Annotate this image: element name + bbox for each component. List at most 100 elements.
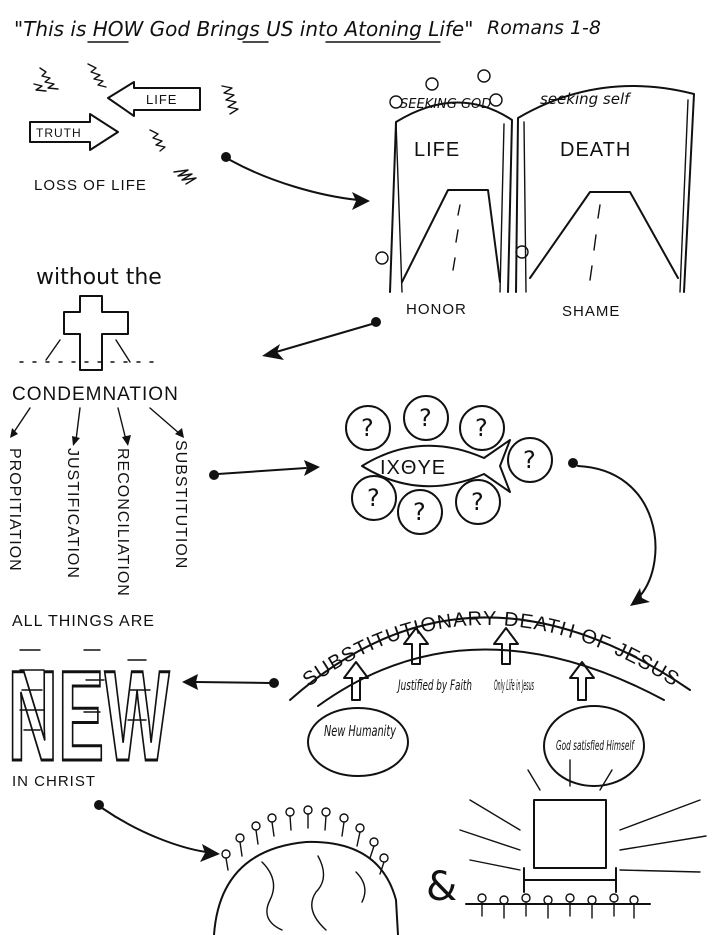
globe-continents xyxy=(261,855,366,931)
god-satisfied-bubble xyxy=(543,705,645,787)
gate-death-arch xyxy=(515,85,695,293)
person-icon xyxy=(379,853,389,863)
title-quote: "This is HOW God Brings US into Atoning … xyxy=(14,17,473,41)
cross-rays xyxy=(45,339,131,363)
question-bubble xyxy=(455,479,501,525)
throne-rays xyxy=(459,759,707,873)
up-arrow-icon xyxy=(569,661,595,701)
person-icon xyxy=(629,895,639,905)
connector-arc-to-new xyxy=(182,674,279,690)
up-arrow-icon xyxy=(343,661,369,701)
new-hatching xyxy=(19,649,151,731)
connector-arrowhead xyxy=(182,674,198,690)
connector-curve xyxy=(577,465,657,597)
person-icon xyxy=(521,893,531,903)
zigzag-mark xyxy=(33,67,59,92)
flower-icon xyxy=(477,69,491,83)
question-mark: ? xyxy=(367,484,380,512)
person-icon xyxy=(477,893,487,903)
person-icon xyxy=(267,813,277,823)
arc-item-only-life: Only Life in Jesus xyxy=(494,678,534,694)
person-icon xyxy=(355,823,365,833)
connector-line xyxy=(217,467,307,475)
flower-icon xyxy=(389,95,403,109)
connector-dot xyxy=(221,152,231,162)
gate-life-posts xyxy=(395,121,505,293)
arc-item-new-humanity: New Humanity xyxy=(324,722,397,740)
branch-substitution: SUBSTITUTION xyxy=(172,440,189,569)
question-bubble xyxy=(459,405,505,451)
throne-icon xyxy=(523,799,617,893)
flower-icon xyxy=(425,77,439,91)
gate-death-label: DEATH xyxy=(560,139,631,161)
up-arrow-icon xyxy=(403,627,429,665)
truth-arrow-shape xyxy=(29,113,119,151)
seeking-god-label: SEEKING GOD xyxy=(400,97,491,112)
condemnation-branches xyxy=(13,407,181,441)
cross-section: without the CONDEMNATION PROPITIATION JU… xyxy=(6,265,189,597)
connector-curve xyxy=(101,807,207,853)
connector-fish-to-arc xyxy=(568,458,657,606)
condemnation-label: CONDEMNATION xyxy=(12,384,179,405)
new-bottom-caption: IN CHRIST xyxy=(12,773,96,790)
loss-of-life-caption: LOSS OF LIFE xyxy=(34,177,147,194)
question-mark: ? xyxy=(471,488,484,516)
honor-label: HONOR xyxy=(406,301,467,318)
person-icon xyxy=(543,895,553,905)
globe-section xyxy=(213,805,399,935)
flower-icon xyxy=(515,245,529,259)
question-mark: ? xyxy=(361,414,374,442)
person-bodies xyxy=(225,813,385,875)
person-icon xyxy=(285,807,295,817)
connector-dot xyxy=(371,317,381,327)
person-icon xyxy=(339,813,349,823)
arc-outer xyxy=(289,616,691,701)
gate-life-arch xyxy=(389,101,513,293)
branch-justification: JUSTIFICATION xyxy=(64,448,81,579)
person-icon xyxy=(587,895,597,905)
person-icon xyxy=(321,807,331,817)
person-icon xyxy=(235,833,245,843)
connector-cross-to-fish xyxy=(209,460,320,480)
connector-arrowhead xyxy=(304,460,320,476)
road-death xyxy=(529,191,679,279)
connector-loss-to-gates xyxy=(221,152,370,210)
flower-icon xyxy=(489,93,503,107)
loss-of-life-section: LIFE TRUTH LOSS OF LIFE xyxy=(29,63,239,194)
life-arrow-shape xyxy=(107,81,201,117)
question-bubble xyxy=(403,395,449,441)
zigzag-mark xyxy=(173,169,197,185)
connector-new-to-globe xyxy=(94,800,220,862)
throne-section: & xyxy=(426,759,707,919)
arc-item-justified: Justified by Faith xyxy=(396,678,472,694)
shame-label: SHAME xyxy=(562,303,620,320)
truth-arrow-label: TRUTH xyxy=(36,126,82,140)
connector-dot xyxy=(568,458,578,468)
gates-diagram: SEEKING GOD seeking self LIFE DEATH HONO… xyxy=(375,69,695,320)
question-bubble xyxy=(507,437,553,483)
connector-arrowhead xyxy=(352,192,370,210)
arc-item-god-satisfied: God satisfied Himself xyxy=(556,739,635,754)
flower-icon xyxy=(375,251,389,265)
cross-icon xyxy=(63,295,129,371)
person-icon xyxy=(499,895,509,905)
connector-gates-to-cross xyxy=(262,317,381,360)
question-bubble xyxy=(351,475,397,521)
new-big-word: NEW xyxy=(8,645,170,788)
ampersand: & xyxy=(426,864,457,910)
road-life-dashes xyxy=(452,204,461,271)
connector-arrowhead xyxy=(200,844,220,862)
gate-life-label: LIFE xyxy=(414,139,460,161)
question-bubble xyxy=(397,489,443,535)
zigzag-mark xyxy=(87,63,107,88)
seeking-self-label: seeking self xyxy=(540,90,632,108)
connector-arrowhead xyxy=(262,344,284,360)
new-section: ALL THINGS ARE NEW IN CHRIST xyxy=(7,613,171,790)
connector-arrowhead xyxy=(630,588,650,606)
connector-line xyxy=(275,323,373,353)
connector-line xyxy=(195,681,271,684)
person-icon xyxy=(609,893,619,903)
connector-dot xyxy=(209,470,219,480)
gate-death-posts xyxy=(523,99,689,293)
